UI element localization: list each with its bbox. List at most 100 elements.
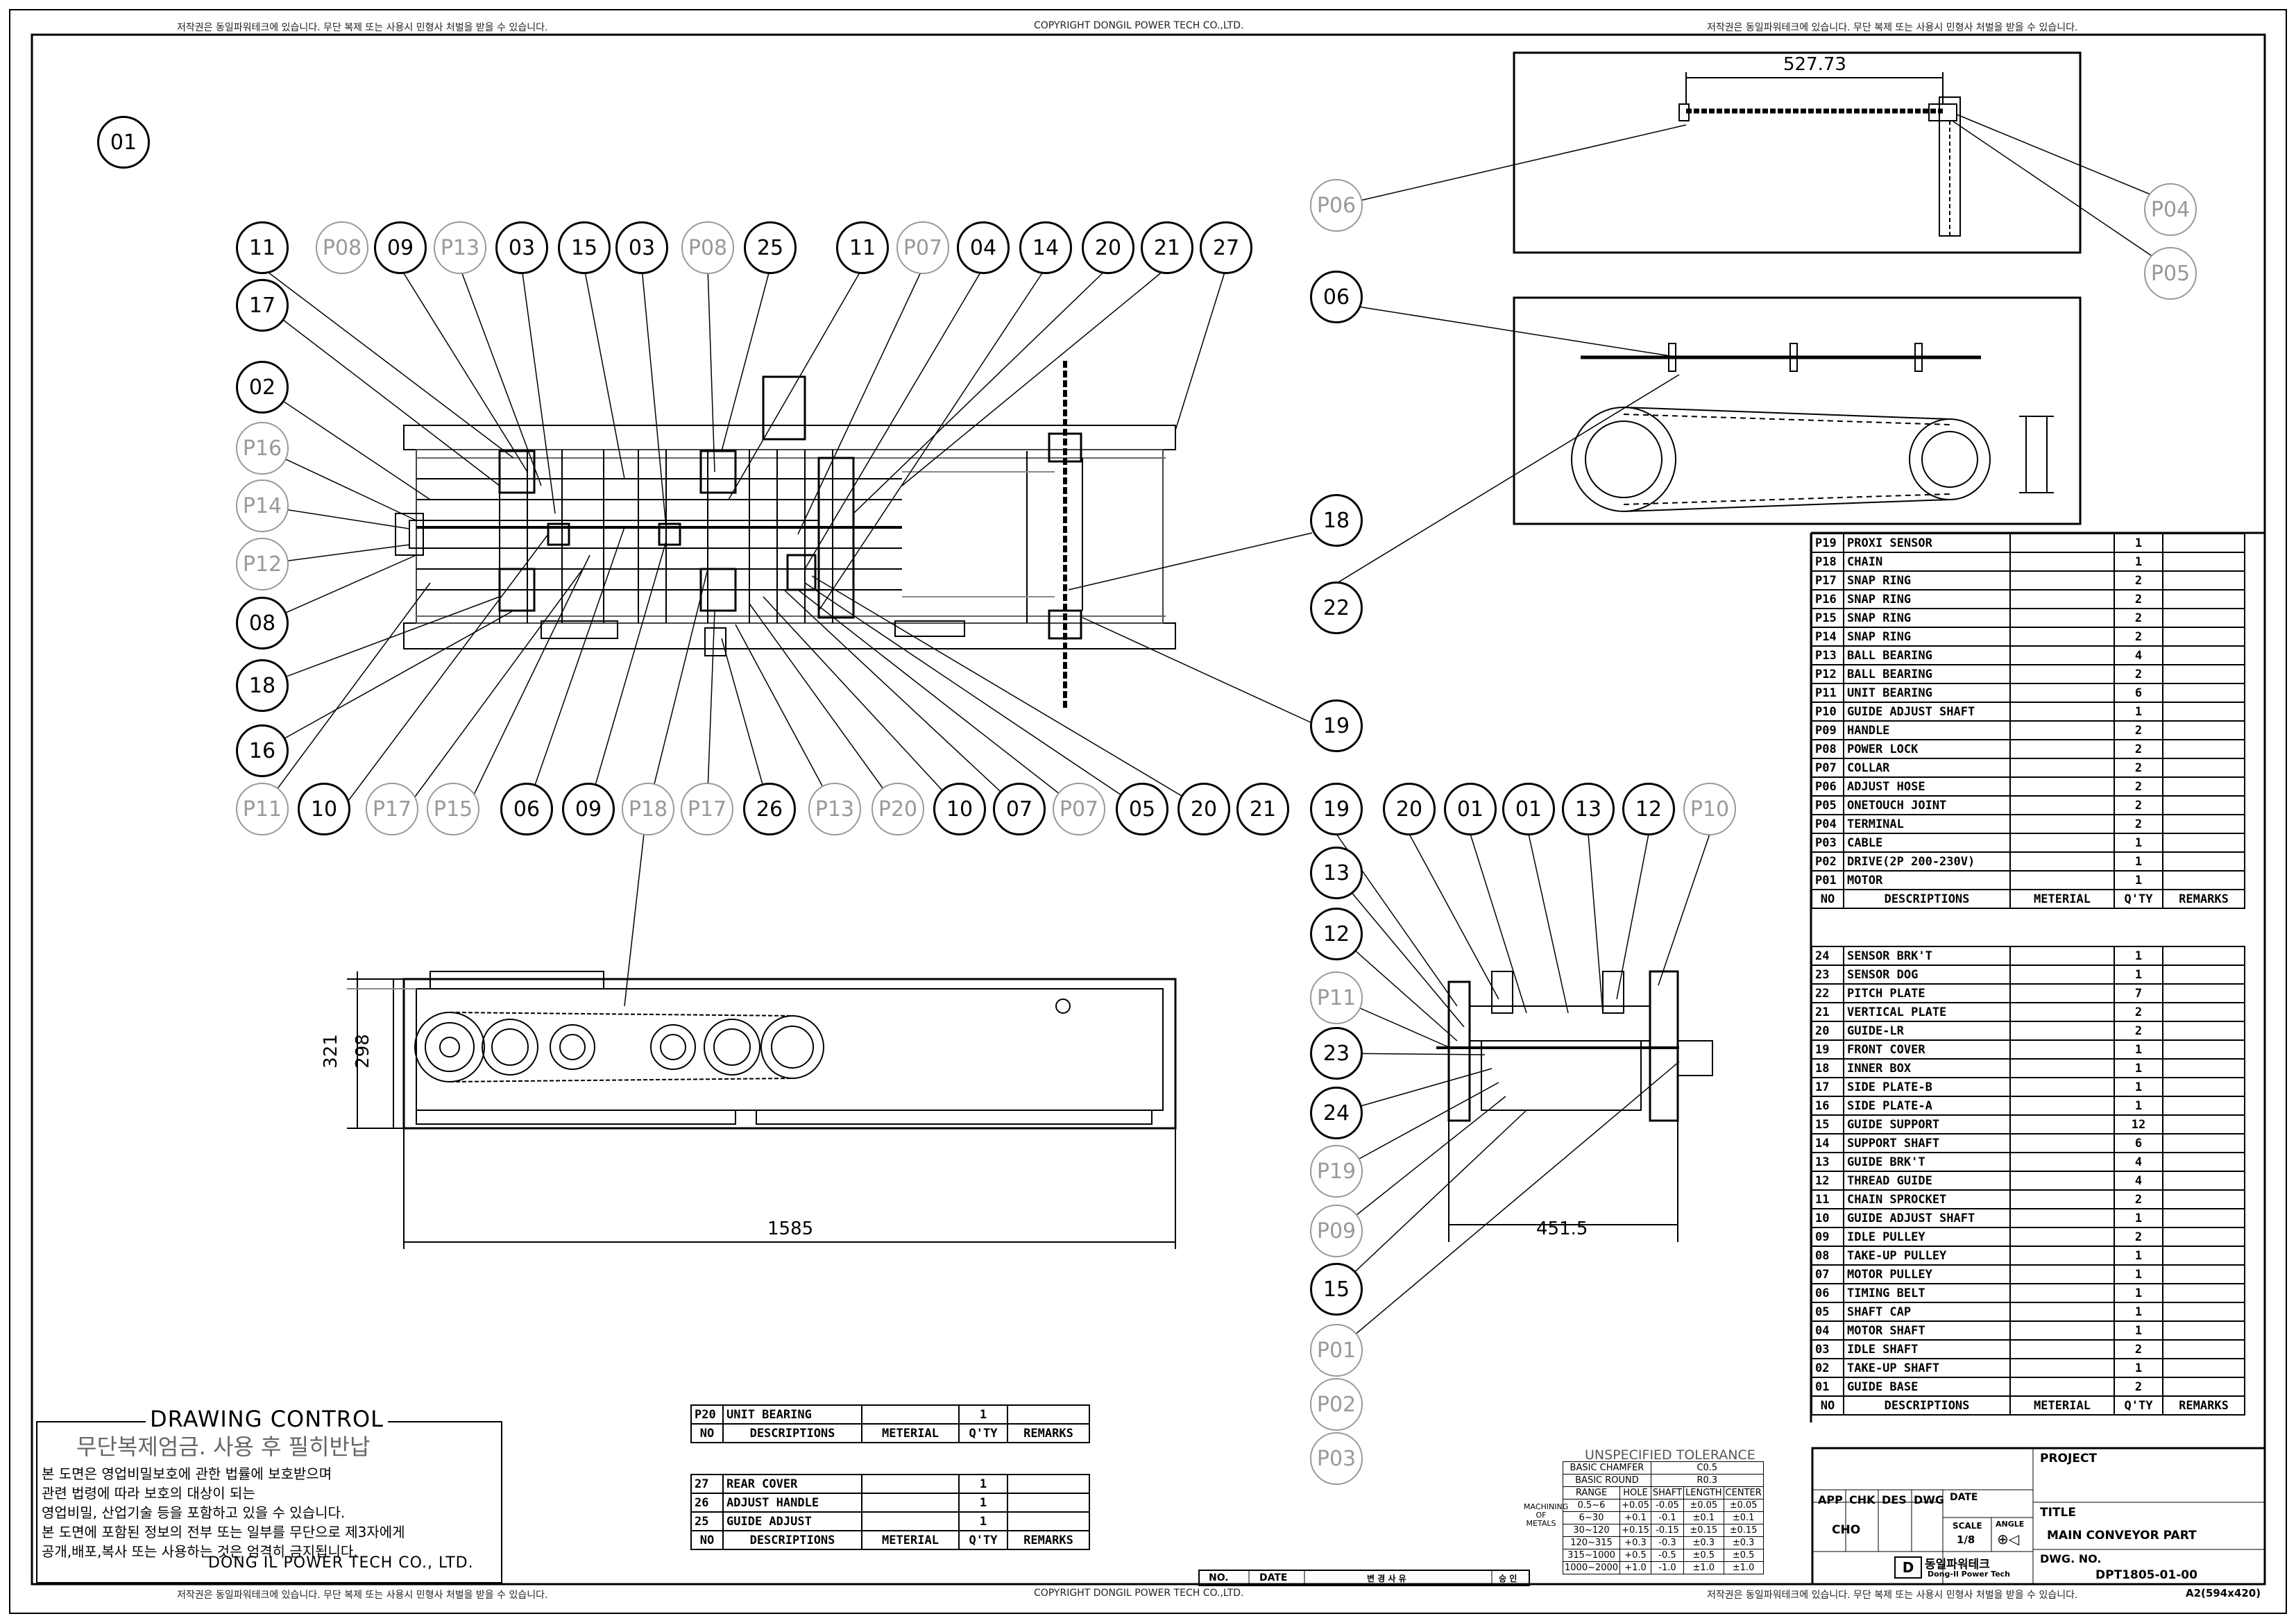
bom-cell-desc: ADJUST HANDLE <box>722 1493 862 1513</box>
bom-cell-no: 13 <box>1811 1152 1844 1172</box>
bom-cell-mat <box>2009 1339 2115 1359</box>
bom-cell-mat <box>861 1511 960 1531</box>
bom-cell-desc: GUIDE ADJUST <box>722 1511 862 1531</box>
bom-cell-mat <box>2009 1114 2115 1135</box>
bom-header-rem: REMARKS <box>2162 1395 2245 1416</box>
hose-view <box>1513 51 2082 254</box>
tolerance-cell: -1.0 <box>1650 1561 1685 1574</box>
bom-cell-qty: 7 <box>2114 983 2163 1003</box>
bom-cell-mat <box>2009 1208 2115 1228</box>
bom-cell-rem <box>1007 1493 1090 1513</box>
bom-cell-desc: GUIDE ADJUST SHAFT <box>1843 702 2011 722</box>
tolerance-cell: 315~1000 <box>1562 1549 1621 1562</box>
tb-date-label: DATE <box>1950 1492 1978 1503</box>
bom-cell-desc: UNIT BEARING <box>1843 683 2011 703</box>
tolerance-cell: ±0.3 <box>1723 1536 1764 1549</box>
bom-cell-qty: 2 <box>2114 1189 2163 1209</box>
bom-cell-rem <box>2162 533 2245 553</box>
bom-cell-no: P15 <box>1811 608 1844 628</box>
bom-header-mat: METERIAL <box>2009 1395 2115 1416</box>
outer-border <box>9 9 2287 1614</box>
bom-cell-qty: 2 <box>2114 1021 2163 1041</box>
bom-cell-qty: 1 <box>2114 1302 2163 1322</box>
bom-cell-qty: 2 <box>2114 720 2163 740</box>
tolerance-cell: +1.0 <box>1619 1561 1651 1574</box>
tb-angle-label: ANGLE <box>1996 1520 2025 1529</box>
front-view <box>347 971 1177 1249</box>
bom-cell-rem <box>2162 1133 2245 1153</box>
bom-cell-qty: 2 <box>2114 814 2163 834</box>
bom-header-mat: METERIAL <box>861 1423 960 1443</box>
bom-cell-no: 25 <box>690 1511 724 1531</box>
bom-cell-qty: 1 <box>2114 1077 2163 1097</box>
bom-cell-mat <box>2009 739 2115 759</box>
balloon-06: 06 <box>1310 271 1363 323</box>
bom-cell-desc: SHAFT CAP <box>1843 1302 2011 1322</box>
balloon-01: 01 <box>1502 783 1555 835</box>
bom-cell-rem <box>2162 814 2245 834</box>
balloon-p02: P02 <box>1310 1378 1363 1431</box>
bom-cell-no: P08 <box>1811 739 1844 759</box>
bom-cell-rem <box>2162 870 2245 890</box>
bom-cell-mat <box>2009 983 2115 1003</box>
bom-cell-mat <box>2009 1171 2115 1191</box>
leader-lines <box>262 114 2171 1351</box>
bom-cell-rem <box>2162 1227 2245 1247</box>
bom-cell-mat <box>2009 833 2115 853</box>
bom-cell-rem <box>2162 1058 2245 1078</box>
bom-cell-mat <box>2009 814 2115 834</box>
balloon-11: 11 <box>836 221 889 274</box>
bom-cell-no: 09 <box>1811 1227 1844 1247</box>
tolerance-spacer <box>1529 1562 1563 1574</box>
tolerance-spacer <box>1529 1487 1563 1499</box>
bom-cell-no: 15 <box>1811 1114 1844 1135</box>
bom-cell-rem <box>2162 1114 2245 1135</box>
bom-cell-mat <box>2009 627 2115 647</box>
bom-cell-qty: 1 <box>2114 1039 2163 1060</box>
tb-dwgno-label: DWG. NO. <box>2040 1552 2102 1565</box>
bom-cell-desc: SIDE PLATE-B <box>1843 1077 2011 1097</box>
balloon-19: 19 <box>1310 699 1363 752</box>
balloon-p04: P04 <box>2144 183 2197 236</box>
balloon-18: 18 <box>1310 494 1363 547</box>
drawing-control-subtitle: 무단복제엄금. 사용 후 필히반납 <box>76 1434 371 1460</box>
balloon-p16: P16 <box>236 422 289 475</box>
bom-cell-mat <box>2009 702 2115 722</box>
bom-header-qty: Q'TY <box>958 1423 1008 1443</box>
bom-cell-mat <box>2009 570 2115 590</box>
bom-cell-no: P09 <box>1811 720 1844 740</box>
bom-cell-mat <box>2009 1039 2115 1060</box>
tb-title: MAIN CONVEYOR PART <box>2047 1529 2197 1543</box>
bom-cell-no: 03 <box>1811 1339 1844 1359</box>
bom-cell-mat <box>2009 608 2115 628</box>
bom-cell-no: 26 <box>690 1493 724 1513</box>
bom-cell-no: P02 <box>1811 851 1844 872</box>
balloon-19: 19 <box>1310 783 1363 835</box>
bom-cell-rem <box>2162 946 2245 966</box>
footer-left: 저작권은 동일파워테크에 있습니다. 무단 복제 또는 사용시 민형사 처벌을 … <box>177 1590 548 1601</box>
balloon-p08: P08 <box>316 221 368 274</box>
bom-cell-desc: SUPPORT SHAFT <box>1843 1133 2011 1153</box>
bom-header-rem: REMARKS <box>2162 889 2245 909</box>
tolerance-chamfer-label: BASIC CHAMFER <box>1563 1461 1651 1475</box>
balloon-p20: P20 <box>871 783 924 835</box>
bom-cell-mat <box>2009 1096 2115 1116</box>
tolerance-spacer <box>1529 1475 1563 1487</box>
bom-cell-no: P16 <box>1811 589 1844 609</box>
bom-cell-desc: CHAIN SPROCKET <box>1843 1189 2011 1209</box>
bom-cell-desc: CHAIN <box>1843 552 2011 572</box>
